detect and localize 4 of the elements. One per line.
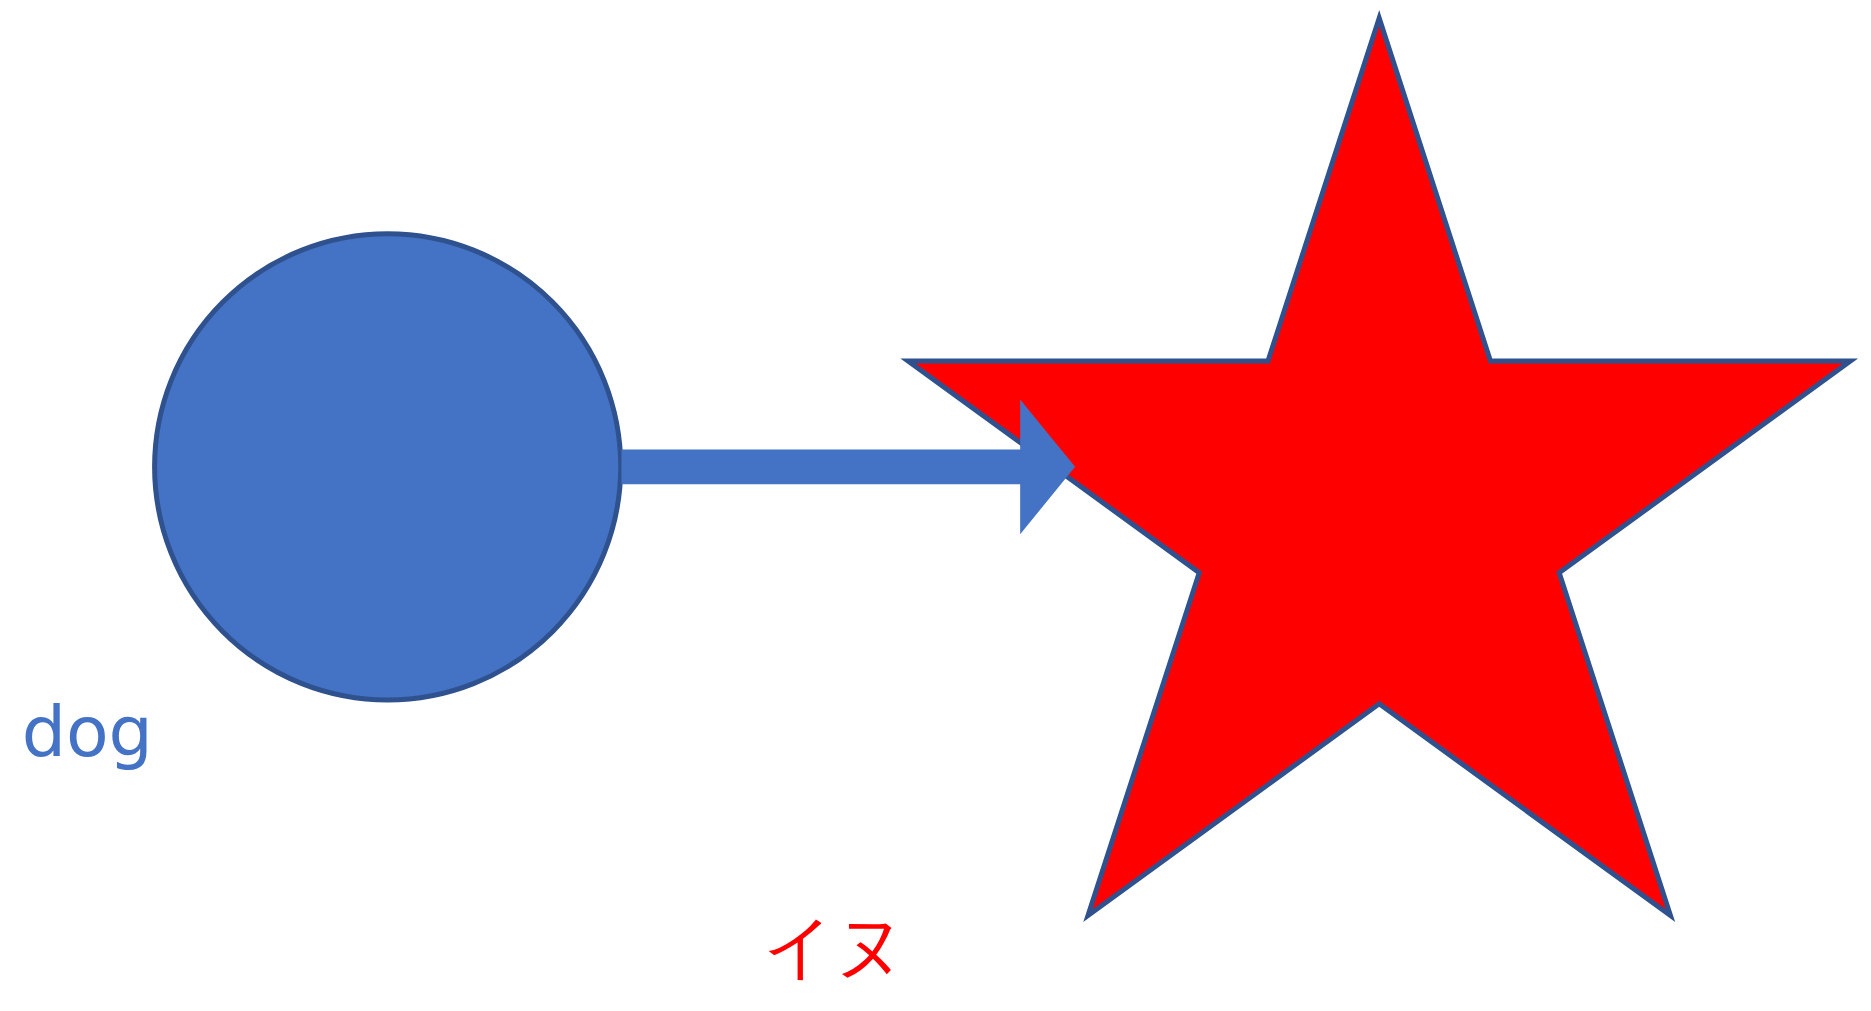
node-label: イヌ xyxy=(763,906,908,988)
arrow xyxy=(621,399,1076,535)
node-circle xyxy=(152,231,624,703)
node-label: dog xyxy=(21,690,153,772)
